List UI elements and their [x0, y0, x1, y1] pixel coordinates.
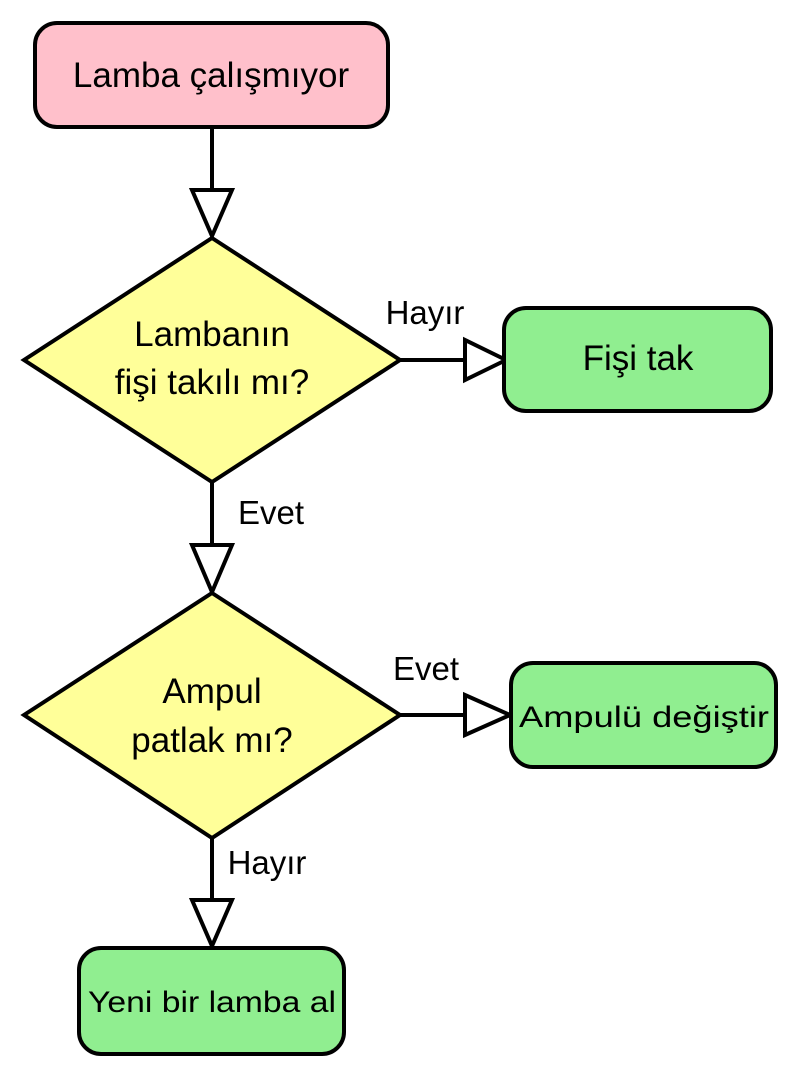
- edge-label-plug-no: Hayır: [386, 294, 465, 331]
- action-new-box: [77, 946, 346, 1056]
- node-start-box: [33, 21, 390, 129]
- arrowhead-right-icon: [463, 691, 515, 739]
- node-action-plug: Fişi tak: [502, 306, 773, 413]
- action-bulb-label: Ampulü değiştir: [519, 701, 769, 734]
- decision-plug-diamond: [20, 235, 404, 485]
- arrowhead-down-icon: [188, 543, 236, 598]
- arrowhead-right-icon: [463, 336, 511, 384]
- arrowhead-down-icon: [188, 898, 236, 952]
- decision-plug-line2: fişi takılı mı?: [115, 363, 309, 402]
- decision-bulb-line1: Ampul: [162, 672, 261, 711]
- node-action-new: Yeni bir lamba al: [77, 946, 346, 1056]
- edge-label-plug-yes: Evet: [238, 494, 304, 531]
- node-start: Lamba çalışmıyor: [33, 21, 390, 129]
- decision-bulb-line2: patlak mı?: [131, 721, 292, 760]
- decision-bulb-diamond: [20, 590, 404, 841]
- action-bulb-box: [509, 661, 778, 769]
- arrowhead-down-icon: [188, 188, 236, 242]
- edge-label-bulb-yes: Evet: [393, 650, 459, 687]
- action-new-label: Yeni bir lamba al: [88, 986, 336, 1019]
- edge-label-bulb-no: Hayır: [228, 844, 307, 881]
- decision-plug-line1: Lambanın: [134, 315, 290, 354]
- action-plug-label: Fişi tak: [583, 339, 694, 378]
- node-decision-plug: Lambanın fişi takılı mı?: [20, 235, 404, 485]
- arrowheads: [188, 188, 515, 952]
- node-decision-bulb: Ampul patlak mı?: [20, 590, 404, 841]
- action-plug-box: [502, 306, 773, 413]
- connectors: [210, 128, 465, 900]
- node-action-bulb: Ampulü değiştir: [509, 661, 778, 769]
- node-start-label: Lamba çalışmıyor: [73, 56, 350, 95]
